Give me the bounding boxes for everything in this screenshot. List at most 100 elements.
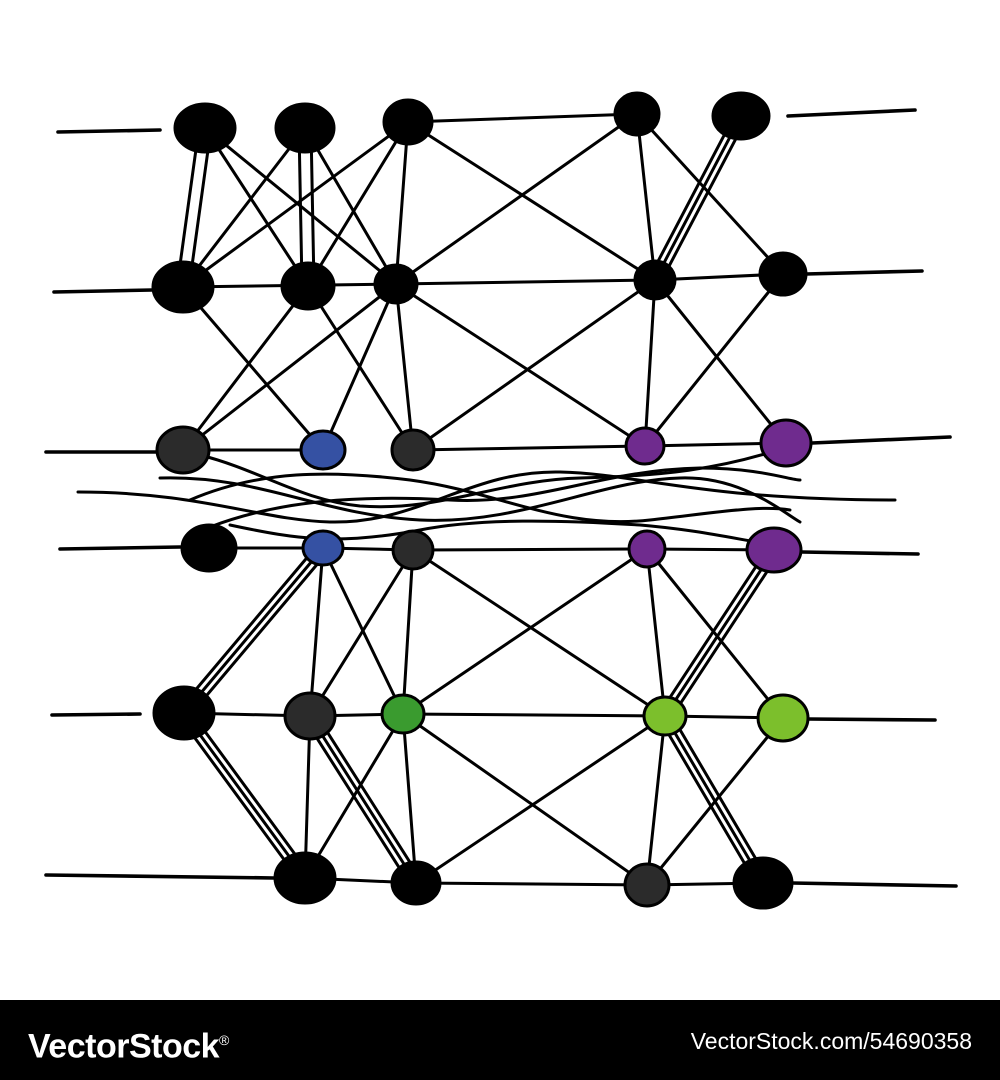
double-connection-line: [648, 111, 738, 279]
connection-line: [401, 712, 649, 887]
connection-line: [645, 547, 667, 718]
node-icon-e3: [380, 693, 426, 735]
dangling-line: [804, 269, 924, 276]
node-icon-a3: [382, 98, 434, 146]
connection-line: [394, 120, 410, 286]
dangling-line: [800, 550, 920, 556]
double-connection-line: [658, 117, 748, 285]
connection-line: [635, 112, 657, 282]
double-connection-line: [313, 711, 423, 882]
double-connection-line: [187, 550, 330, 719]
dangling-line: [790, 881, 958, 888]
connection-line: [181, 284, 310, 452]
weave-line: [198, 444, 792, 509]
node-icon-d3: [391, 529, 435, 571]
connection-line: [394, 112, 639, 286]
double-connection-line: [177, 715, 302, 884]
node-icon-c1: [155, 425, 211, 475]
connection-line: [635, 112, 785, 276]
connection-line: [414, 881, 649, 887]
connection-line: [653, 114, 743, 282]
node-icon-d1: [180, 523, 238, 573]
connection-line: [181, 126, 307, 289]
connection-line: [643, 272, 785, 448]
connection-line: [181, 282, 398, 452]
node-icon-e4: [642, 695, 688, 737]
connection-line: [645, 714, 667, 887]
connection-line: [406, 112, 639, 124]
connection-line: [394, 282, 415, 452]
node-icon-a4: [613, 91, 661, 137]
double-connection-line: [303, 717, 413, 888]
node-icon-f1: [273, 851, 337, 905]
connection-line: [411, 444, 647, 452]
connection-line: [653, 278, 788, 445]
connection-line: [401, 712, 418, 885]
weave-line: [76, 470, 897, 524]
connection-line: [203, 126, 310, 288]
node-icon-b3: [373, 263, 419, 305]
double-connection-line: [658, 717, 760, 888]
node-icon-b4: [633, 259, 677, 301]
connection-line: [411, 278, 657, 452]
connection-line: [406, 120, 657, 282]
node-icon-e2: [283, 691, 337, 741]
connection-line: [181, 120, 410, 289]
double-connection-line: [187, 127, 213, 290]
node-icon-b1: [151, 260, 215, 314]
node-icon-f3: [623, 862, 671, 908]
dangling-line: [806, 717, 937, 722]
watermark-footer: VectorStock® VectorStock.com/54690358: [0, 1000, 1000, 1080]
node-icon-a1: [173, 102, 237, 154]
double-connection-line: [658, 545, 771, 715]
node-icon-e5: [756, 693, 810, 743]
connection-line: [663, 548, 776, 718]
double-connection-line: [177, 542, 320, 711]
node-icon-b5: [758, 251, 808, 297]
connection-line: [394, 282, 647, 448]
connection-line: [645, 547, 785, 720]
dangling-line: [50, 712, 142, 717]
node-icon-f4: [732, 856, 794, 910]
dangling-line: [786, 108, 917, 118]
node-icon-c3: [390, 428, 436, 472]
neural-network-diagram: [44, 91, 958, 910]
node-icon-c4: [624, 426, 666, 466]
double-connection-line: [668, 551, 781, 721]
connection-line: [663, 714, 765, 885]
double-connection-line: [668, 711, 770, 882]
double-connection-line: [175, 125, 201, 288]
connection-line: [411, 547, 649, 552]
node-icon-d4: [627, 529, 667, 569]
connection-line: [645, 716, 785, 887]
node-icon-a5: [711, 91, 771, 141]
node-icon-e1: [152, 685, 216, 741]
connection-line: [308, 714, 418, 885]
connection-line: [308, 546, 325, 718]
connection-line: [401, 548, 415, 716]
connection-line: [182, 711, 307, 880]
dangling-line: [56, 128, 162, 134]
connection-line: [308, 548, 415, 718]
node-icon-f2: [390, 860, 442, 906]
connection-line: [303, 714, 312, 880]
node-icon-d5: [745, 526, 803, 574]
connection-line: [182, 546, 325, 715]
connection-line: [414, 714, 667, 885]
connection-line: [181, 285, 325, 452]
vectorstock-logo: VectorStock®: [28, 1018, 229, 1068]
dangling-line: [44, 873, 276, 880]
connection-line: [643, 278, 657, 448]
node-icon-c2: [299, 429, 347, 471]
dangling-line: [810, 435, 952, 445]
connection-line: [303, 126, 398, 286]
double-connection-line: [309, 126, 316, 288]
connection-line: [306, 120, 410, 288]
dangling-line: [58, 545, 182, 551]
node-icon-b2: [280, 261, 336, 311]
registered-mark: ®: [219, 1032, 229, 1048]
connection-line: [394, 278, 657, 286]
node-icon-d2: [301, 529, 345, 567]
dangling-line: [52, 288, 154, 294]
weave-line: [188, 472, 792, 524]
